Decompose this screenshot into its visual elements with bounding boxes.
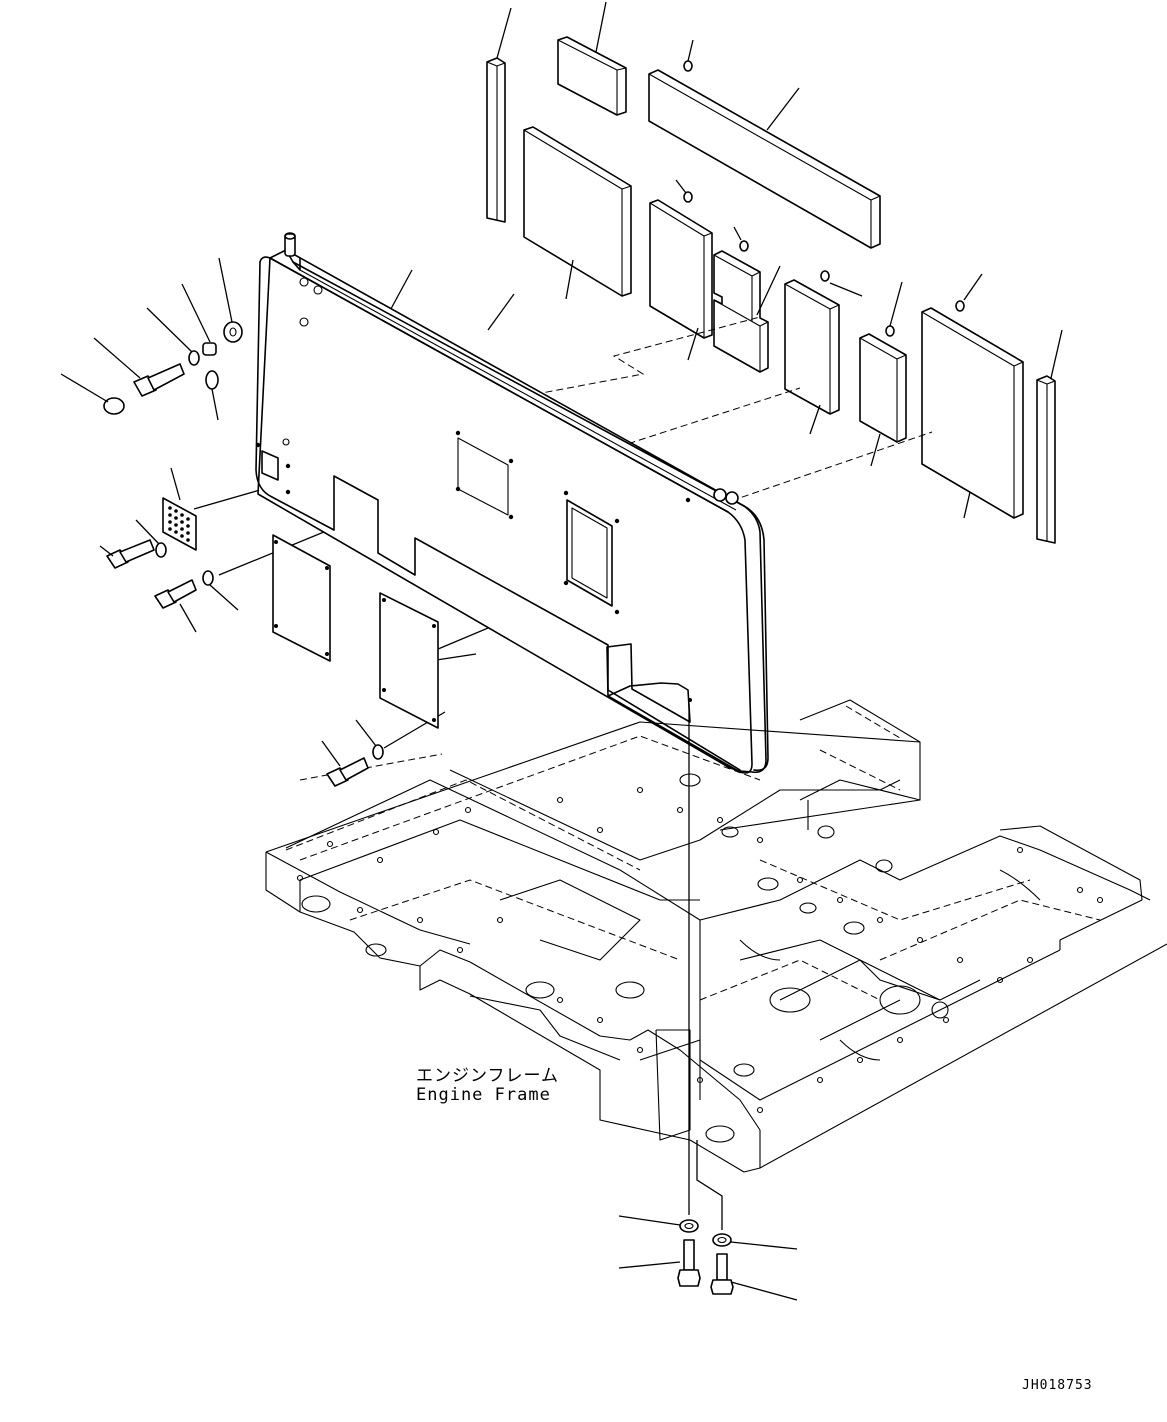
- pad-middle: [649, 199, 713, 339]
- pad-large-left: [523, 126, 632, 297]
- grille-plate: [162, 497, 197, 551]
- pad-right-middle: [784, 279, 840, 415]
- lifting-lug-left: [284, 232, 296, 257]
- main-panel: [255, 232, 769, 774]
- pad-small-top: [557, 36, 627, 116]
- guide-line-right: [696, 1140, 723, 1230]
- pad-strip-right: [1036, 375, 1056, 544]
- pad-l-shaped: [713, 250, 769, 373]
- fasteners-bottom: [618, 1215, 798, 1301]
- leader-lines-top: [385, 1, 1063, 519]
- cover-plate-bottom: [379, 592, 439, 729]
- pad-small-right: [859, 333, 907, 443]
- cover-plate-left: [272, 534, 331, 662]
- insulation-pads: [486, 36, 1056, 544]
- frame-label-english: Engine Frame: [416, 1085, 551, 1105]
- engine-frame: [265, 699, 1167, 1173]
- pad-large-right: [921, 307, 1024, 519]
- frame-label-japanese: エンジンフレーム: [416, 1066, 559, 1086]
- drawing-number: JH018753: [1022, 1378, 1093, 1393]
- pad-strip-left: [486, 57, 506, 223]
- pad-long-top: [648, 69, 881, 249]
- lifting-lug-right: [713, 488, 739, 505]
- fasteners-left: [60, 257, 384, 787]
